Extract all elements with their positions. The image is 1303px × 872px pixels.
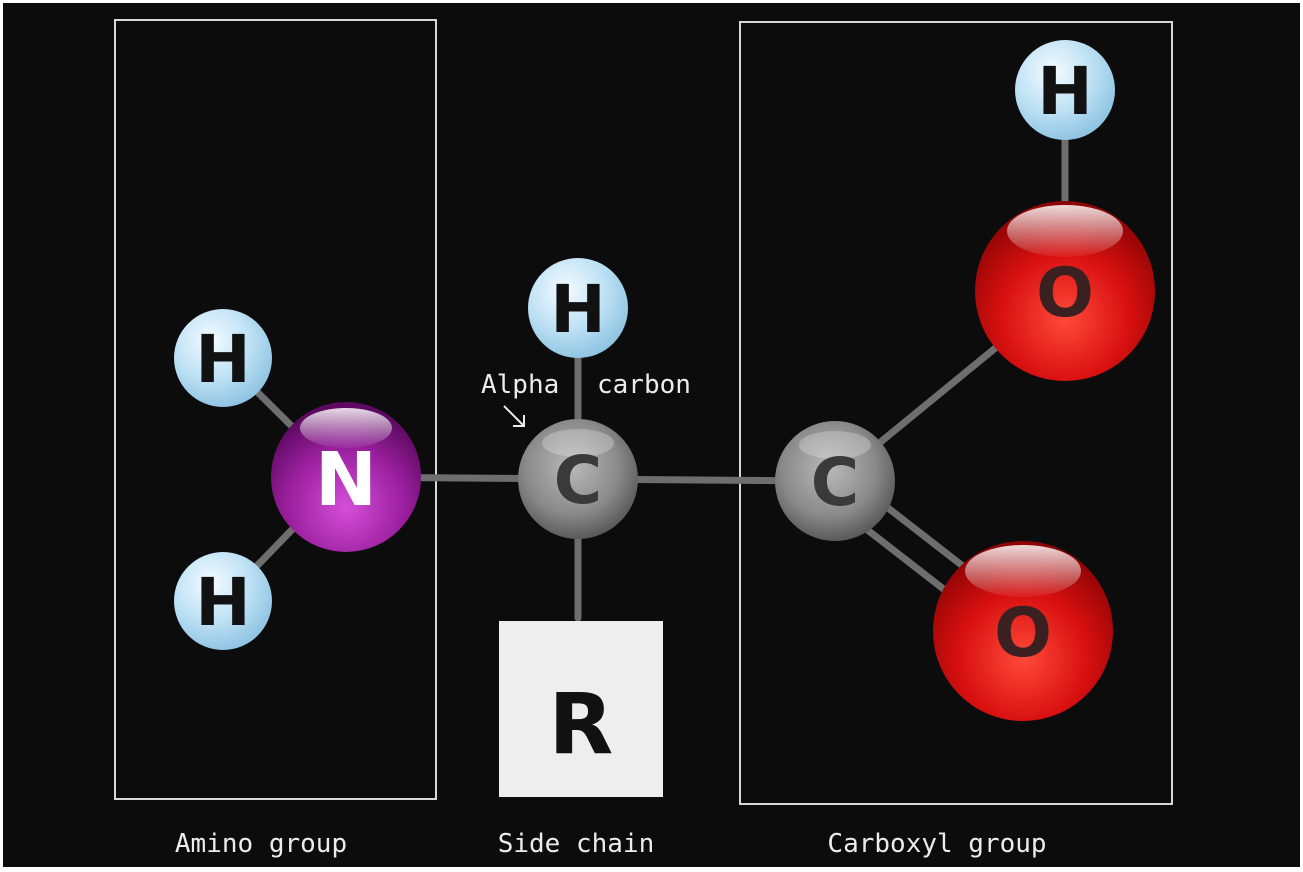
carboxyl-carbon-atom: C [775,421,895,541]
svg-text:C: C [811,444,859,521]
carbonyl-oxygen-atom: O [933,541,1113,721]
carbon-label: carbon [597,370,691,400]
svg-text:O: O [994,594,1052,673]
diagram-canvas: R H H H H N C C O O [3,3,1300,867]
hydrogen-atom-amino-bottom: H [174,552,272,650]
svg-text:C: C [554,442,602,519]
hydrogen-atom-amino-top: H [174,309,272,407]
hydrogen-atom-hydroxyl: H [1015,40,1115,140]
hydroxyl-oxygen-atom: O [975,201,1155,381]
bonds [219,86,1069,647]
side-chain-caption: Side chain [498,829,655,859]
svg-text:H: H [1037,53,1092,130]
carboxyl-group-caption: Carboxyl group [827,829,1046,859]
svg-text:N: N [315,437,377,523]
side-chain-r-label: R [549,675,614,773]
svg-text:H: H [195,321,250,398]
alpha-carbon-arrow-icon [503,405,525,427]
svg-text:O: O [1036,254,1094,333]
amino-group-box [114,19,437,800]
carboxyl-group-box [739,21,1173,805]
alpha-carbon-atom: C [518,419,638,539]
side-chain-r-box [499,621,663,797]
svg-text:H: H [550,271,605,348]
alpha-label: Alpha [481,370,559,400]
amino-group-caption: Amino group [175,829,347,859]
amino-acid-diagram: R H H H H N C C O O [114,19,1173,859]
hydrogen-atom-alpha: H [528,258,628,358]
svg-text:H: H [195,564,250,641]
nitrogen-atom: N [271,402,421,552]
